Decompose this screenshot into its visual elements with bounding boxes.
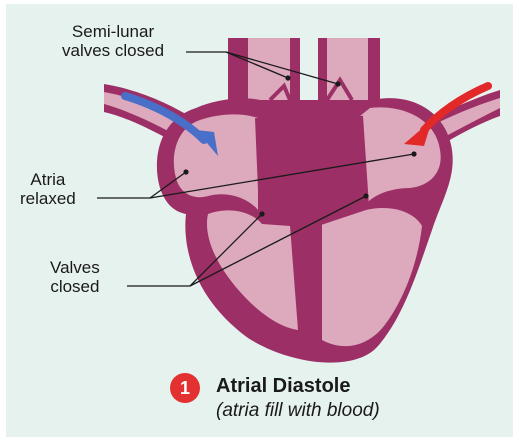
- semilunar-line-1: Semi-lunar: [62, 22, 164, 41]
- semilunar-line-2: valves closed: [62, 41, 164, 60]
- septum: [296, 110, 322, 342]
- step-number-badge: 1: [170, 373, 200, 403]
- atria-relaxed-label: Atria relaxed: [20, 170, 76, 208]
- valves-closed-label: Valves closed: [50, 258, 100, 296]
- valves-line-2: closed: [50, 277, 100, 296]
- tricuspid-valve: [258, 118, 262, 214]
- semilunar-valves-label: Semi-lunar valves closed: [62, 22, 164, 60]
- pulmonary-lumen: [327, 38, 368, 110]
- caption-subtitle: (atria fill with blood): [216, 400, 380, 422]
- caption-title: Atrial Diastole: [216, 375, 350, 398]
- aorta-lumen: [248, 38, 290, 105]
- left-ventricle: [318, 208, 422, 346]
- atria-line-2: relaxed: [20, 189, 76, 208]
- valves-line-1: Valves: [50, 258, 100, 277]
- atria-line-1: Atria: [20, 170, 76, 189]
